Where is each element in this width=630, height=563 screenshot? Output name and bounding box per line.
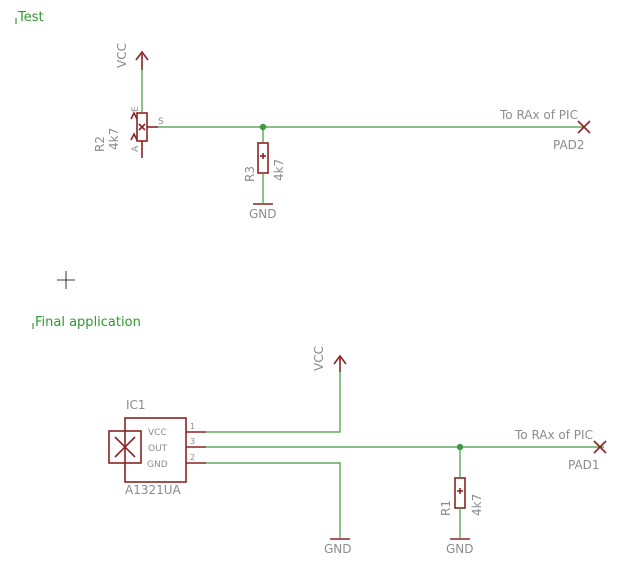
test-vcc-label: VCC: [115, 43, 129, 68]
pad2-label: PAD2: [553, 138, 585, 152]
final-gnd-right-label: GND: [446, 542, 474, 556]
ic1-pin3-number: 3: [190, 437, 195, 446]
final-net-label: To RAx of PIC: [514, 428, 593, 442]
final-vcc-label: VCC: [312, 346, 326, 371]
final-gnd-left-symbol: GND: [324, 538, 352, 556]
test-vcc-symbol: VCC: [115, 43, 149, 70]
crosshair-icon: [57, 271, 75, 289]
r2-value: 4k7: [107, 128, 121, 150]
ic1-hall-sensor: IC1 VCC OUT GND A1321UA 1 3 2: [108, 398, 206, 497]
r1-name: R1: [439, 500, 453, 516]
final-circuit: Final application VCC IC1 VCC OUT GND A1…: [32, 315, 607, 556]
pad1-label: PAD1: [568, 458, 600, 472]
ic1-name: IC1: [126, 398, 146, 412]
r2-pin-a: A: [131, 145, 141, 152]
test-circuit: Test VCC R2 4k7 E A S: [15, 10, 591, 221]
ic1-pin-gnd: GND: [147, 460, 168, 470]
r2-pin-s: S: [158, 117, 164, 127]
test-gnd-label: GND: [249, 207, 277, 221]
ic1-part: A1321UA: [125, 483, 182, 497]
final-vcc-symbol: VCC: [312, 346, 347, 372]
r1-resistor: R1 4k7: [439, 447, 484, 538]
final-gnd-right-symbol: GND: [446, 538, 474, 556]
final-vcc-wire: [206, 372, 341, 433]
r3-value: 4k7: [272, 159, 286, 181]
r2-trimmer: R2 4k7 E A S: [93, 106, 164, 158]
pad2: PAD2: [553, 120, 591, 152]
r2-name: R2: [93, 136, 107, 152]
test-gnd-symbol: GND: [249, 203, 277, 221]
test-net-label: To RAx of PIC: [499, 108, 578, 122]
r3-resistor: R3 4k7: [243, 127, 286, 203]
r2-pin-e: E: [131, 106, 141, 112]
final-title: Final application: [35, 315, 141, 330]
final-gnd-wire: [206, 462, 341, 538]
r1-value: 4k7: [470, 494, 484, 516]
ic1-pin2-number: 2: [190, 453, 195, 462]
r3-name: R3: [243, 166, 257, 182]
ic1-pin-vcc: VCC: [148, 428, 167, 438]
ic1-pin-out: OUT: [148, 444, 168, 454]
pad1: PAD1: [568, 440, 607, 472]
test-title: Test: [17, 10, 44, 25]
final-gnd-left-label: GND: [324, 542, 352, 556]
ic1-pin1-number: 1: [190, 422, 195, 431]
